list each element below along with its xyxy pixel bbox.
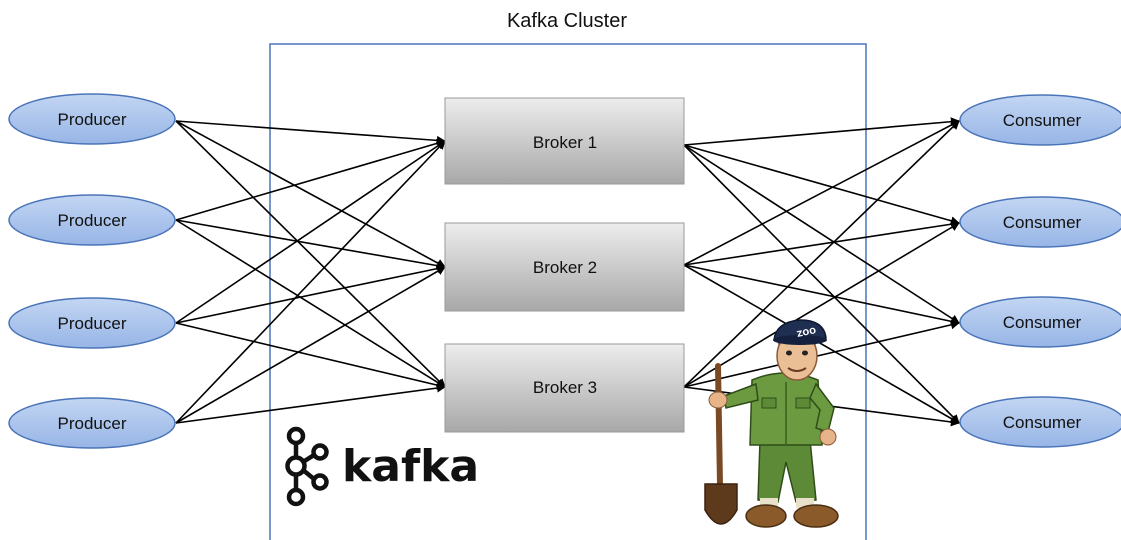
mascot-cap-text: ZOO xyxy=(796,326,817,339)
arrow-broker-1-to-consumer-3 xyxy=(683,144,960,324)
cluster-title: Kafka Cluster xyxy=(507,10,627,32)
broker-2: Broker 2 xyxy=(444,222,685,312)
consumer-label: Consumer xyxy=(1003,413,1082,432)
producer-4: Producer xyxy=(8,397,176,449)
arrow-broker-2-to-consumer-4 xyxy=(683,264,960,424)
broker-1: Broker 1 xyxy=(444,97,685,185)
broker-label: Broker 2 xyxy=(533,258,597,277)
broker-label: Broker 3 xyxy=(533,378,597,397)
arrow-producer-4-to-broker-1 xyxy=(175,140,446,424)
arrow-producer-4-to-broker-2 xyxy=(175,266,446,424)
consumer-2: Consumer xyxy=(959,196,1121,248)
consumer-label: Consumer xyxy=(1003,313,1082,332)
arrow-broker-1-to-consumer-1 xyxy=(683,117,960,146)
broker-label: Broker 1 xyxy=(533,133,597,152)
producer-label: Producer xyxy=(58,314,127,333)
broker-box xyxy=(444,222,685,312)
zookeeper-mascot-icon: ZOO xyxy=(704,319,839,528)
arrow-producer-2-to-broker-2 xyxy=(175,219,446,271)
producer-3: Producer xyxy=(8,297,176,349)
consumer-4: Consumer xyxy=(959,396,1121,448)
consumer-ellipse xyxy=(959,196,1121,248)
arrow-producer-2-to-broker-1 xyxy=(175,138,446,221)
producer-label: Producer xyxy=(58,211,127,230)
arrow-producer-3-to-broker-1 xyxy=(175,140,446,324)
producer-2: Producer xyxy=(8,194,176,246)
arrow-broker-3-to-consumer-1 xyxy=(683,120,960,388)
broker-box xyxy=(444,343,685,433)
kafka-logo-icon xyxy=(285,426,329,507)
producer-ellipse xyxy=(8,194,176,246)
broker-3: Broker 3 xyxy=(444,343,685,433)
arrow-broker-1-to-consumer-4 xyxy=(683,144,960,424)
arrow-producer-1-to-broker-3 xyxy=(175,120,446,388)
consumer-1: Consumer xyxy=(959,94,1121,146)
consumer-ellipse xyxy=(959,396,1121,448)
producer-ellipse xyxy=(8,297,176,349)
kafka-logo: kafka xyxy=(285,426,479,507)
consumer-ellipse xyxy=(959,94,1121,146)
arrow-producer-3-to-broker-2 xyxy=(175,264,446,324)
consumer-3: Consumer xyxy=(959,296,1121,348)
kafka-logo-text: kafka xyxy=(342,441,479,492)
consumer-label: Consumer xyxy=(1003,111,1082,130)
arrow-broker-2-to-consumer-3 xyxy=(683,264,960,326)
arrow-broker-2-to-consumer-1 xyxy=(683,120,960,266)
producer-1: Producer xyxy=(8,93,176,145)
arrow-producer-1-to-broker-2 xyxy=(175,120,446,268)
producer-ellipse xyxy=(8,93,176,145)
producer-label: Producer xyxy=(58,110,127,129)
arrow-producer-1-to-broker-1 xyxy=(175,120,446,145)
broker-box xyxy=(444,97,685,185)
arrow-producer-3-to-broker-3 xyxy=(175,322,446,390)
arrow-broker-3-to-consumer-2 xyxy=(683,222,960,388)
arrow-broker-2-to-consumer-2 xyxy=(683,219,960,266)
consumer-label: Consumer xyxy=(1003,213,1082,232)
cluster-boundary xyxy=(269,43,867,540)
arrow-producer-4-to-broker-3 xyxy=(175,383,446,424)
arrow-producer-2-to-broker-3 xyxy=(175,219,446,388)
consumer-ellipse xyxy=(959,296,1121,348)
producer-label: Producer xyxy=(58,414,127,433)
arrow-broker-3-to-consumer-3 xyxy=(683,320,960,388)
producer-ellipse xyxy=(8,397,176,449)
arrow-broker-1-to-consumer-2 xyxy=(683,144,960,226)
